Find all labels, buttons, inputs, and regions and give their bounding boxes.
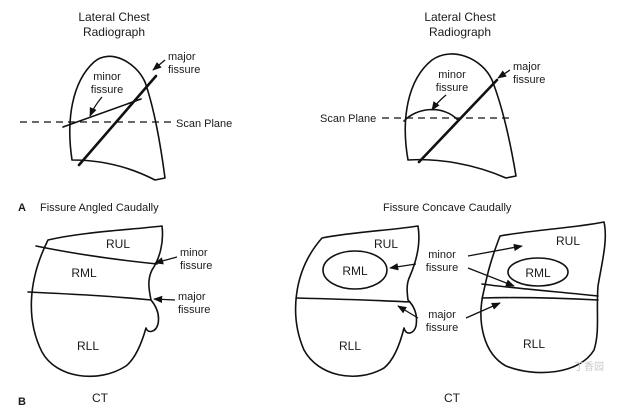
- minor-arrow: [154, 256, 178, 265]
- rml-label-1: RML: [342, 264, 368, 278]
- scan-plane-label: Scan Plane: [176, 118, 232, 130]
- major-fissure: [27, 291, 152, 301]
- minor-label-line1: minor: [93, 71, 121, 83]
- major-arrow-right: [465, 302, 501, 319]
- major-fissure-2: [481, 296, 599, 301]
- minor-label-line2: fissure: [426, 262, 458, 274]
- rul-label-2: RUL: [556, 234, 580, 248]
- minor-arrow-up: [467, 243, 523, 257]
- minor-fissure: [62, 98, 142, 128]
- major-label-line1: major: [513, 61, 541, 73]
- panel-b-left: RUL RML RLL minor fissure major fissure …: [18, 225, 212, 408]
- ct-label: CT: [92, 391, 109, 405]
- ct-lung-outline: [30, 225, 164, 378]
- rll-label: RLL: [77, 339, 99, 353]
- major-label-line1: major: [168, 51, 196, 63]
- minor-label-line1: minor: [438, 69, 466, 81]
- rml-label: RML: [71, 266, 97, 280]
- minor-fissure-2: [481, 283, 599, 297]
- major-fissure: [77, 74, 158, 167]
- rml-ellipse-1: [322, 250, 388, 290]
- lung-outline: [404, 53, 517, 179]
- panel-a-left: Lateral Chest Radiograph minor fissure m…: [18, 10, 232, 214]
- panel-a-letter: A: [18, 202, 26, 214]
- major-label-line2: fissure: [168, 64, 200, 76]
- minor-arrow-down: [467, 267, 515, 287]
- minor-arrow: [431, 94, 447, 111]
- ct-label: CT: [444, 391, 461, 405]
- panel-a-right: Lateral Chest Radiograph minor fissure m…: [320, 10, 545, 214]
- minor-arrow-left: [389, 263, 417, 271]
- major-arrow-left: [397, 305, 419, 319]
- watermark: 丁香园: [574, 361, 604, 373]
- minor-label-line2: fissure: [180, 260, 212, 272]
- rml-ellipse-2: [507, 257, 569, 287]
- minor-fissure: [35, 245, 158, 265]
- lung-outline: [69, 55, 166, 181]
- title-line2: Radiograph: [429, 25, 491, 39]
- major-arrow: [497, 69, 511, 79]
- minor-label-line1: minor: [180, 247, 208, 259]
- major-label-line2: fissure: [513, 74, 545, 86]
- rll-label-2: RLL: [523, 337, 545, 351]
- major-label-line2: fissure: [426, 322, 458, 334]
- rll-label-1: RLL: [339, 339, 361, 353]
- title-line1: Lateral Chest: [78, 10, 150, 24]
- major-arrow: [153, 295, 176, 304]
- scan-plane-label: Scan Plane: [320, 113, 376, 125]
- rul-label-1: RUL: [374, 237, 398, 251]
- major-fissure-1: [295, 297, 411, 303]
- rul-label: RUL: [106, 237, 130, 251]
- panel-b-letter: B: [18, 396, 26, 408]
- major-label-line2: fissure: [178, 304, 210, 316]
- caption-right: Fissure Concave Caudally: [383, 202, 512, 214]
- panel-b-right: RUL RML RLL RUL RML RLL minor fissure ma…: [294, 221, 607, 405]
- major-label-line1: major: [428, 309, 456, 321]
- major-label-line1: major: [178, 291, 206, 303]
- minor-label-line2: fissure: [436, 82, 468, 94]
- minor-fissure: [403, 108, 459, 122]
- major-fissure: [417, 78, 499, 164]
- rml-label-2: RML: [525, 266, 551, 280]
- minor-label-line1: minor: [428, 249, 456, 261]
- major-arrow: [152, 59, 166, 71]
- title-line1: Lateral Chest: [424, 10, 496, 24]
- minor-arrow: [89, 96, 103, 117]
- ct-lung-outline-1: [294, 225, 420, 378]
- title-line2: Radiograph: [83, 25, 145, 39]
- caption-left: Fissure Angled Caudally: [40, 202, 159, 214]
- minor-label-line2: fissure: [91, 84, 123, 96]
- ct-lung-outline-2: [480, 221, 607, 374]
